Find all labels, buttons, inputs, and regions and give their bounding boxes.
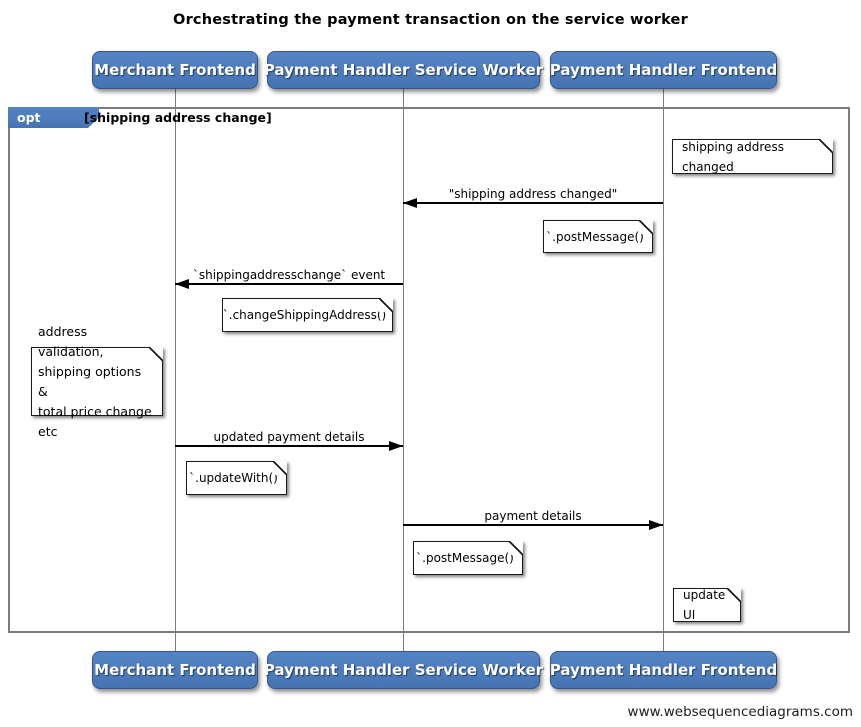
note-text: `.postMessage()` <box>546 229 650 244</box>
opt-condition-label: [shipping address change] <box>84 110 272 125</box>
lifeline-merchant-frontend <box>175 89 176 651</box>
note-text: update UI <box>683 588 726 622</box>
message-label: payment details <box>484 509 582 523</box>
note-fold-icon <box>379 298 393 312</box>
message-payment-details: payment details <box>403 506 663 530</box>
message-label: "shipping address changed" <box>448 187 618 201</box>
arrowhead-left-icon <box>403 198 417 208</box>
note-fold-icon <box>727 588 741 602</box>
message-label: updated payment details <box>213 430 365 444</box>
actor-top-payment-handler-frontend: Payment Handler Frontend <box>550 51 777 89</box>
actor-bottom-payment-handler-frontend: Payment Handler Frontend <box>550 651 777 689</box>
note-fold-icon <box>639 220 653 234</box>
arrow-line <box>175 445 403 447</box>
arrowhead-right-icon <box>389 441 403 451</box>
actor-bottom-payment-handler-service-worker: Payment Handler Service Worker <box>263 651 544 689</box>
note-text: `.changeShippingAddress()` <box>222 308 393 322</box>
actor-label: Payment Handler Frontend <box>549 61 778 79</box>
note-shipping-address-changed: shipping address changed <box>672 139 833 174</box>
arrow-line <box>175 283 403 285</box>
actor-top-merchant-frontend: Merchant Frontend <box>92 51 258 89</box>
actor-label: Payment Handler Frontend <box>549 661 778 679</box>
note-updatewith: `.updateWith()` <box>186 461 287 495</box>
actor-top-payment-handler-service-worker: Payment Handler Service Worker <box>263 51 544 89</box>
diagram-title: Orchestrating the payment transaction on… <box>173 12 688 28</box>
note-fold-icon <box>149 347 163 361</box>
arrowhead-left-icon <box>175 279 189 289</box>
lifeline-payment-handler-service-worker <box>403 89 404 651</box>
note-fold-icon <box>819 139 833 153</box>
arrow-line <box>403 524 663 526</box>
lifeline-payment-handler-frontend <box>663 89 664 651</box>
note-postmessage-1: `.postMessage()` <box>543 220 653 253</box>
actor-label: Payment Handler Service Worker <box>263 61 544 79</box>
note-address-validation: address validation, shipping options & t… <box>31 324 163 439</box>
note-text: `.postMessage()` <box>416 551 520 565</box>
actor-bottom-merchant-frontend: Merchant Frontend <box>92 651 258 689</box>
message-shipping-address-changed: "shipping address changed" <box>403 184 663 208</box>
actor-label: Payment Handler Service Worker <box>263 661 544 679</box>
note-update-ui: update UI <box>673 588 741 622</box>
message-updated-payment-details: updated payment details <box>175 427 403 451</box>
note-text: shipping address changed <box>682 139 784 174</box>
note-fold-icon <box>509 541 523 555</box>
actor-label: Merchant Frontend <box>94 61 256 79</box>
note-text: address validation, shipping options & t… <box>38 323 152 439</box>
opt-operator-tab: opt <box>8 107 99 128</box>
note-changeshippingaddress: `.changeShippingAddress()` <box>222 298 393 332</box>
arrowhead-right-icon <box>649 520 663 530</box>
message-shippingaddresschange-event: `shippingaddresschange` event <box>175 265 403 289</box>
message-label: `shippingaddresschange` event <box>192 268 386 282</box>
watermark: www.websequencediagrams.com <box>627 704 853 720</box>
note-text: `.updateWith()` <box>189 471 284 485</box>
note-fold-icon <box>273 461 287 475</box>
arrow-line <box>403 202 663 204</box>
opt-fragment-frame: opt [shipping address change] <box>8 107 850 633</box>
note-postmessage-2: `.postMessage()` <box>413 541 523 575</box>
actor-label: Merchant Frontend <box>94 661 256 679</box>
